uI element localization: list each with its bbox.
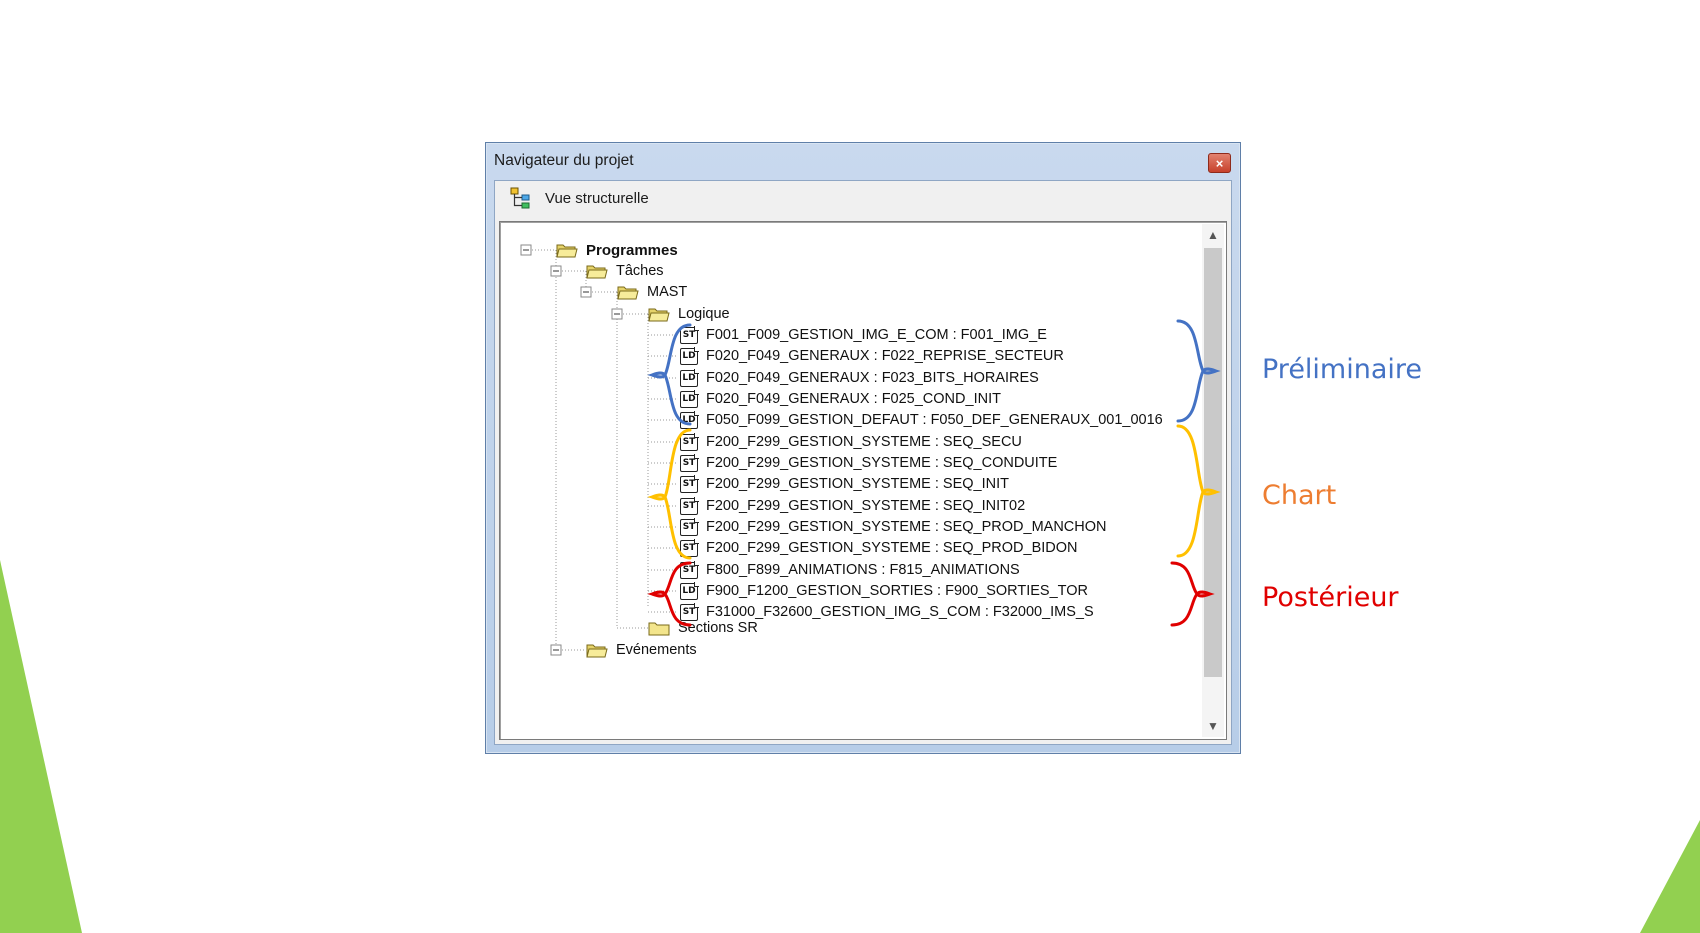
ld-language-icon: LD bbox=[680, 347, 699, 365]
tree-item-section[interactable]: ST F200_F299_GESTION_SYSTEME : SEQ_CONDU… bbox=[680, 453, 1057, 473]
left-green-triangle bbox=[0, 560, 82, 933]
tree-item-section[interactable]: ST F200_F299_GESTION_SYSTEME : SEQ_SECU bbox=[680, 432, 1022, 452]
scroll-down-arrow-icon[interactable]: ▼ bbox=[1207, 719, 1219, 733]
folder-closed-icon bbox=[648, 622, 670, 635]
label-preliminaire: Préliminaire bbox=[1262, 354, 1423, 385]
tree-node-taches[interactable]: Tâches bbox=[586, 261, 664, 281]
scroll-thumb[interactable] bbox=[1204, 248, 1222, 677]
right-green-triangle bbox=[1640, 820, 1700, 933]
label-posterieur: Postérieur bbox=[1262, 582, 1399, 613]
tree-item-section[interactable]: LD F900_F1200_GESTION_SORTIES : F900_SOR… bbox=[680, 581, 1088, 601]
tree-item-section[interactable]: ST F200_F299_GESTION_SYSTEME : SEQ_INIT bbox=[680, 474, 1009, 494]
tree-item-section[interactable]: LD F020_F049_GENERAUX : F023_BITS_HORAIR… bbox=[680, 368, 1039, 388]
tree-item-section[interactable]: LD F020_F049_GENERAUX : F022_REPRISE_SEC… bbox=[680, 346, 1064, 366]
ld-language-icon: LD bbox=[680, 582, 699, 600]
folder-open-icon bbox=[648, 308, 670, 321]
folder-open-icon bbox=[586, 644, 608, 657]
st-language-icon: ST bbox=[680, 326, 699, 344]
tree-node-mast[interactable]: MAST bbox=[617, 282, 687, 302]
st-language-icon: ST bbox=[680, 561, 699, 579]
ld-language-icon: LD bbox=[680, 390, 699, 408]
close-button[interactable]: × bbox=[1208, 153, 1231, 173]
ld-language-icon: LD bbox=[680, 369, 699, 387]
folder-open-icon bbox=[556, 244, 578, 257]
label-chart: Chart bbox=[1262, 480, 1337, 511]
project-tree[interactable]: Programmes Tâches MAST bbox=[499, 221, 1227, 740]
folder-open-icon bbox=[617, 286, 639, 299]
st-language-icon: ST bbox=[680, 539, 699, 557]
expand-boxes bbox=[520, 244, 623, 656]
st-language-icon: ST bbox=[680, 497, 699, 515]
tree-item-section[interactable]: ST F200_F299_GESTION_SYSTEME : SEQ_INIT0… bbox=[680, 496, 1025, 516]
ld-language-icon: LD bbox=[680, 411, 699, 429]
folder-open-icon bbox=[586, 265, 608, 278]
st-language-icon: ST bbox=[680, 475, 699, 493]
tree-item-section[interactable]: ST F800_F899_ANIMATIONS : F815_ANIMATION… bbox=[680, 560, 1020, 580]
window-title: Navigateur du projet bbox=[494, 152, 634, 169]
tree-node-logique[interactable]: Logique bbox=[648, 304, 730, 324]
tree-item-section[interactable]: ST F200_F299_GESTION_SYSTEME : SEQ_PROD_… bbox=[680, 517, 1107, 537]
tree-item-section[interactable]: ST F001_F009_GESTION_IMG_E_COM : F001_IM… bbox=[680, 325, 1047, 345]
structural-view-icon[interactable] bbox=[509, 186, 533, 210]
tree-item-section[interactable]: LD F020_F049_GENERAUX : F025_COND_INIT bbox=[680, 389, 1001, 409]
window-client-area: Vue structurelle bbox=[494, 180, 1232, 745]
tree-item-section[interactable]: LD F050_F099_GESTION_DEFAUT : F050_DEF_G… bbox=[680, 410, 1163, 430]
st-language-icon: ST bbox=[680, 454, 699, 472]
scroll-up-arrow-icon[interactable]: ▲ bbox=[1207, 228, 1219, 242]
title-bar[interactable]: Navigateur du projet × bbox=[486, 143, 1240, 179]
project-navigator-window: Navigateur du projet × Vue structurelle bbox=[485, 142, 1241, 754]
tree-node-sections-sr[interactable]: Sections SR bbox=[648, 618, 758, 638]
toolbar: Vue structurelle bbox=[495, 181, 1231, 215]
vertical-scrollbar[interactable]: ▲ ▼ bbox=[1202, 224, 1224, 737]
st-language-icon: ST bbox=[680, 518, 699, 536]
st-language-icon: ST bbox=[680, 433, 699, 451]
tree-node-programmes[interactable]: Programmes bbox=[556, 240, 678, 260]
tree-node-evenements[interactable]: Evénements bbox=[586, 640, 697, 660]
structural-view-label[interactable]: Vue structurelle bbox=[545, 190, 649, 207]
tree-item-section[interactable]: ST F200_F299_GESTION_SYSTEME : SEQ_PROD_… bbox=[680, 538, 1078, 558]
